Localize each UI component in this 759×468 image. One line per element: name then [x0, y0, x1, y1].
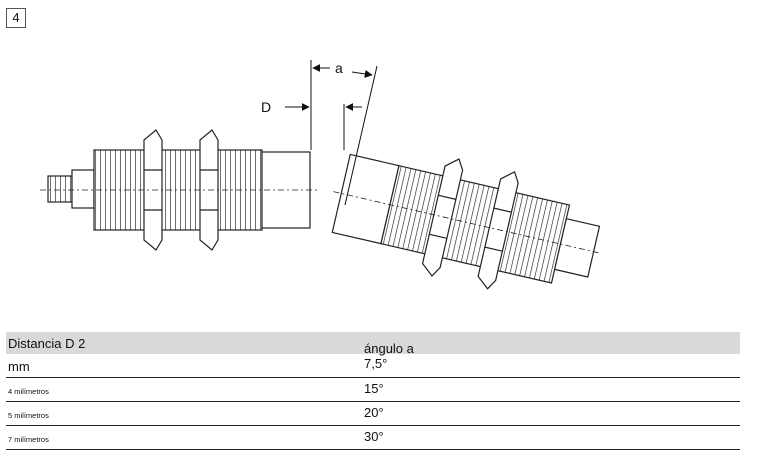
cell-distance: mm [8, 359, 30, 374]
cell-angle: 30° [364, 429, 384, 444]
header-angle: ángulo a [364, 341, 414, 356]
dimension-lines [285, 60, 378, 206]
header-distance: Distancia D 2 [8, 336, 86, 351]
left-sensor [40, 129, 320, 251]
cell-distance: 4 milímetros [8, 387, 49, 396]
cell-distance: 5 milímetros [8, 411, 49, 420]
figure-number: 4 [6, 8, 26, 28]
cell-distance: 7 milímetros [8, 435, 49, 444]
distance-angle-table: Distancia D 2 ángulo a mm 7,5° 4 milímet… [6, 332, 740, 450]
cell-angle: 15° [364, 381, 384, 396]
table-header: Distancia D 2 ángulo a [6, 332, 740, 356]
table-row: mm 7,5° [6, 354, 740, 378]
table-row: 4 milímetros 15° [6, 378, 740, 402]
cell-angle: 20° [364, 405, 384, 420]
table-row: 7 milímetros 30° [6, 426, 740, 450]
sensor-alignment-drawing: a D [40, 60, 602, 290]
right-sensor [331, 153, 602, 290]
label-a: a [335, 60, 343, 76]
table-row: 5 milímetros 20° [6, 402, 740, 426]
cell-angle: 7,5° [364, 356, 388, 371]
label-d: D [261, 99, 271, 115]
